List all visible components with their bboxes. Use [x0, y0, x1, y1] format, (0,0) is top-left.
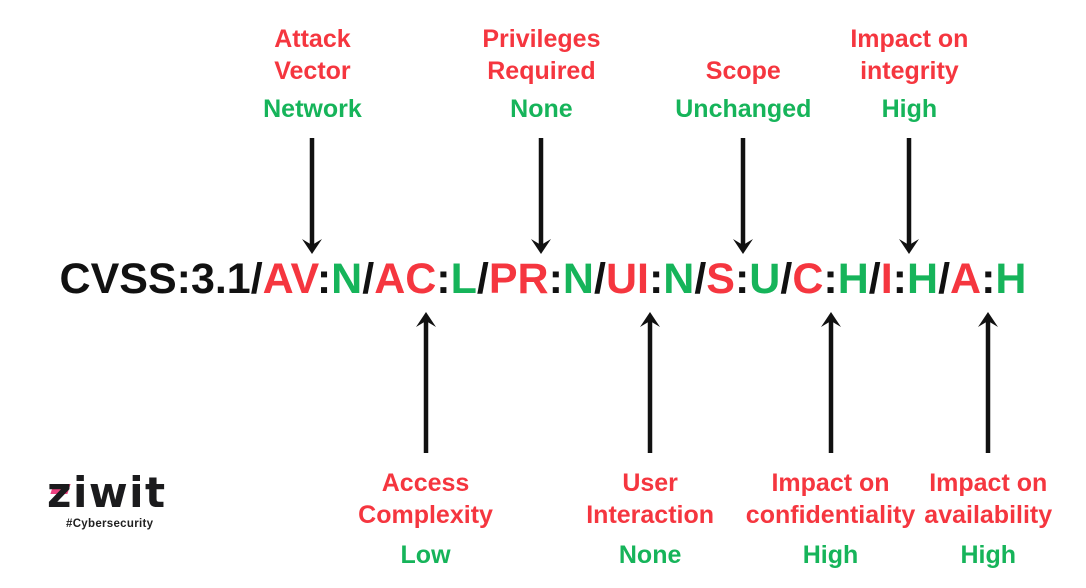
- annotation-title: Impact on integrity: [850, 25, 969, 85]
- metric-S: S:U: [706, 255, 780, 303]
- metric-key: I: [880, 255, 893, 303]
- annotation-title: Privileges Required: [482, 25, 601, 85]
- arrow-down-icon: [528, 138, 554, 259]
- metric-value: N: [663, 255, 695, 303]
- annotation-value: High: [960, 541, 1017, 569]
- logo-tagline: #Cybersecurity: [66, 518, 154, 530]
- metric-value: L: [450, 255, 477, 303]
- annotation-value: High: [881, 95, 938, 123]
- annotation-title: User Interaction: [586, 469, 715, 529]
- annotation-title: Access Complexity: [358, 469, 493, 529]
- metric-AV: AV:N: [263, 255, 363, 303]
- metric-colon: :: [981, 255, 996, 303]
- annotation-value: None: [510, 95, 573, 123]
- arrow-down-icon: [730, 138, 756, 259]
- metric-colon: :: [648, 255, 664, 303]
- metric-value: U: [749, 255, 781, 303]
- metric-colon: :: [548, 255, 563, 303]
- metric-AC: AC:L: [374, 255, 477, 303]
- metric-key: UI: [605, 255, 649, 303]
- metric-separator: /: [780, 255, 793, 303]
- annotation-title: Scope: [705, 56, 781, 85]
- metric-I: I:H: [881, 255, 938, 303]
- metric-colon: :: [734, 255, 750, 303]
- arrow-down-icon: [896, 138, 922, 259]
- cvss-vector-string: CVSS:3.1/AV:N/AC:L/PR:N/UI:N/S:U/C:H/I:H…: [0, 258, 1086, 301]
- annotation-title: Impact on confidentiality: [745, 469, 916, 529]
- arrow-up-icon: [975, 312, 1001, 458]
- annotation-title: Impact on availability: [924, 469, 1053, 529]
- arrow-up-icon: [637, 312, 663, 458]
- metric-value: N: [331, 255, 363, 303]
- arrow-down-icon: [299, 138, 325, 259]
- annotation-value: Network: [263, 95, 362, 123]
- metric-key: S: [706, 255, 735, 303]
- metric-key: PR: [488, 255, 549, 303]
- metric-key: C: [792, 255, 824, 303]
- metric-UI: UI:N: [606, 255, 694, 303]
- metric-separator: /: [476, 255, 489, 303]
- metric-separator: /: [694, 255, 707, 303]
- annotation-value: Unchanged: [675, 95, 812, 123]
- vector-prefix: CVSS:3.1/: [59, 255, 263, 303]
- annotation-value: Low: [400, 541, 451, 569]
- annotation-value: High: [802, 541, 859, 569]
- metric-value: H: [907, 255, 939, 303]
- arrow-up-icon: [818, 312, 844, 458]
- logo-wordmark: ziwit: [47, 468, 167, 517]
- metric-colon: :: [436, 255, 451, 303]
- metric-value: H: [995, 255, 1027, 303]
- arrow-up-icon: [413, 312, 439, 458]
- metric-separator: /: [938, 255, 951, 303]
- metric-key: AC: [374, 255, 437, 303]
- metric-PR: PR:N: [489, 255, 594, 303]
- annotation-title: Attack Vector: [274, 25, 351, 85]
- metric-value: H: [837, 255, 869, 303]
- metric-colon: :: [892, 255, 907, 303]
- metric-A: A:H: [950, 255, 1026, 303]
- metric-separator: /: [362, 255, 375, 303]
- metric-value: N: [562, 255, 594, 303]
- annotation-value: None: [618, 541, 682, 569]
- metric-C: C:H: [792, 255, 868, 303]
- metric-key: A: [950, 255, 982, 303]
- ziwit-logo: ziwit #Cybersecurity: [47, 468, 217, 531]
- metric-colon: :: [316, 255, 332, 303]
- metric-separator: /: [593, 255, 606, 303]
- metric-separator: /: [868, 255, 881, 303]
- metric-colon: :: [823, 255, 838, 303]
- metric-key: AV: [262, 255, 317, 303]
